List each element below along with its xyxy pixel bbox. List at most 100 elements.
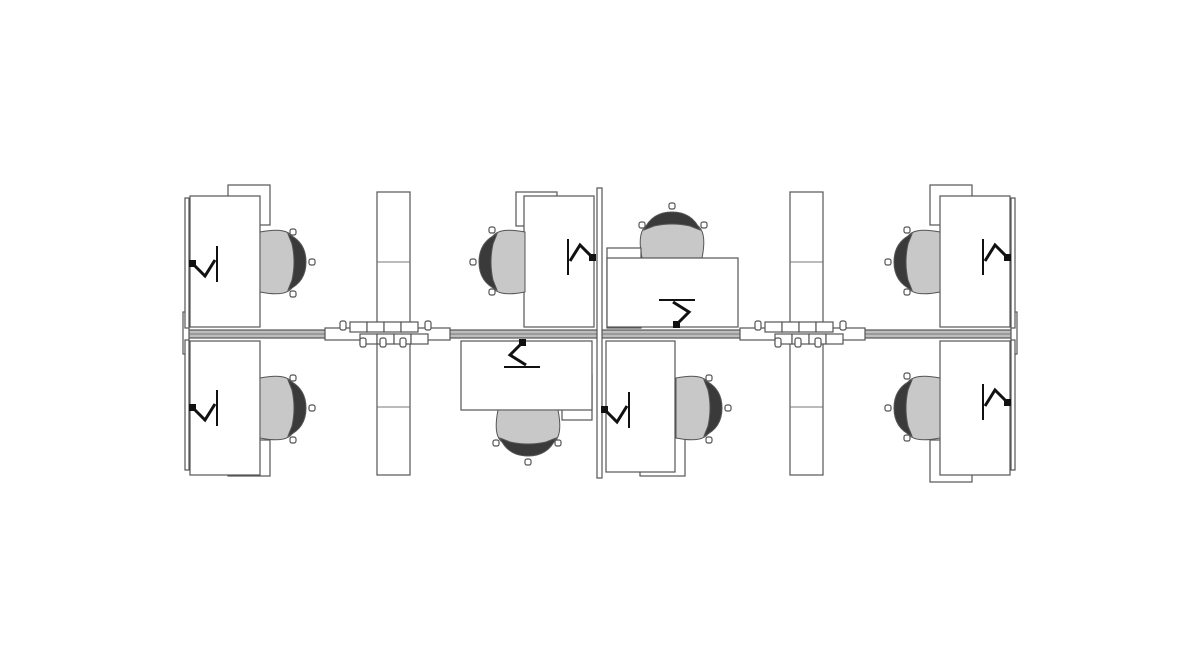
- outlet: [794, 337, 802, 348]
- chair-caster: [884, 258, 892, 266]
- power-module: [366, 321, 385, 333]
- chair-seat: [905, 229, 941, 295]
- desk-surface: [523, 195, 595, 328]
- outlet: [814, 337, 822, 348]
- monitor-arm: [189, 246, 218, 282]
- monitor-arm: [567, 239, 596, 275]
- side-panel: [1010, 339, 1016, 471]
- chair-caster: [554, 439, 562, 447]
- chair-back: [478, 233, 498, 291]
- chair-caster: [668, 202, 676, 210]
- desk-surface: [939, 195, 1011, 328]
- center-divider: [596, 187, 603, 479]
- chair-caster: [289, 374, 297, 382]
- monitor-clamp: [519, 339, 526, 346]
- office-chair: [259, 228, 316, 298]
- power-module: [825, 333, 844, 345]
- monitor-arm: [601, 392, 630, 428]
- desk-surface: [939, 340, 1011, 476]
- chair-seat: [905, 375, 941, 441]
- chair-caster: [903, 434, 911, 442]
- side-panel: [184, 197, 190, 329]
- chair-caster: [492, 439, 500, 447]
- monitor-arm-link: [672, 300, 692, 326]
- office-chair: [675, 374, 732, 444]
- desk-surface: [189, 195, 261, 328]
- monitor-arm-link: [603, 405, 629, 425]
- monitor-arm-link: [568, 242, 594, 262]
- chair-back: [287, 379, 307, 437]
- chair-caster: [638, 221, 646, 229]
- monitor-arm: [504, 339, 540, 368]
- monitor-clamp: [601, 406, 608, 413]
- monitor-arm-link: [983, 387, 1009, 407]
- chair-caster: [903, 226, 911, 234]
- cable-tray: [739, 320, 866, 348]
- chair-back: [499, 437, 557, 457]
- chair-caster: [705, 374, 713, 382]
- power-module: [400, 321, 419, 333]
- power-module: [798, 321, 817, 333]
- chair-caster: [903, 372, 911, 380]
- chair-back: [643, 211, 701, 231]
- chair-caster: [903, 288, 911, 296]
- office-chair: [638, 202, 708, 259]
- chair-caster: [700, 221, 708, 229]
- power-module: [410, 333, 429, 345]
- cable-tray: [324, 320, 451, 348]
- monitor-arm: [659, 299, 695, 328]
- monitor-arm-link: [191, 259, 217, 279]
- chair-caster: [308, 404, 316, 412]
- monitor-arm-link: [983, 242, 1009, 262]
- chair-seat: [495, 409, 561, 445]
- power-module: [781, 321, 800, 333]
- chair-back: [893, 379, 913, 437]
- chair-caster: [469, 258, 477, 266]
- outlet: [339, 320, 347, 331]
- chair-seat: [675, 375, 711, 441]
- desk-surface: [189, 340, 261, 476]
- side-panel: [1010, 197, 1016, 329]
- outlet: [379, 337, 387, 348]
- monitor-clamp: [1004, 399, 1011, 406]
- desk-surface: [460, 340, 593, 411]
- monitor-arm: [982, 239, 1011, 275]
- monitor-clamp: [189, 260, 196, 267]
- chair-caster: [488, 226, 496, 234]
- chair-seat: [259, 375, 295, 441]
- power-module: [815, 321, 834, 333]
- power-module: [349, 321, 368, 333]
- outlet: [424, 320, 432, 331]
- side-panel: [184, 339, 190, 471]
- chair-caster: [884, 404, 892, 412]
- monitor-clamp: [1004, 254, 1011, 261]
- office-chair: [884, 226, 941, 296]
- monitor-arm-link: [507, 341, 527, 367]
- monitor-clamp: [589, 254, 596, 261]
- chair-caster: [488, 288, 496, 296]
- monitor-clamp: [189, 404, 196, 411]
- chair-back: [703, 379, 723, 437]
- chair-caster: [289, 290, 297, 298]
- desk-surface: [605, 340, 676, 473]
- chair-caster: [705, 436, 713, 444]
- monitor-arm: [189, 390, 218, 426]
- power-module: [383, 321, 402, 333]
- desk-surface: [606, 257, 739, 328]
- chair-back: [893, 233, 913, 291]
- monitor-arm-link: [191, 403, 217, 423]
- outlet: [399, 337, 407, 348]
- office-chair: [492, 409, 562, 466]
- chair-back: [287, 233, 307, 291]
- outlet: [359, 337, 367, 348]
- chair-seat: [259, 229, 295, 295]
- office-chair: [884, 372, 941, 442]
- chair-caster: [289, 436, 297, 444]
- office-chair: [469, 226, 526, 296]
- chair-caster: [724, 404, 732, 412]
- chair-seat: [639, 223, 705, 259]
- monitor-arm: [982, 384, 1011, 420]
- outlet: [839, 320, 847, 331]
- chair-caster: [524, 458, 532, 466]
